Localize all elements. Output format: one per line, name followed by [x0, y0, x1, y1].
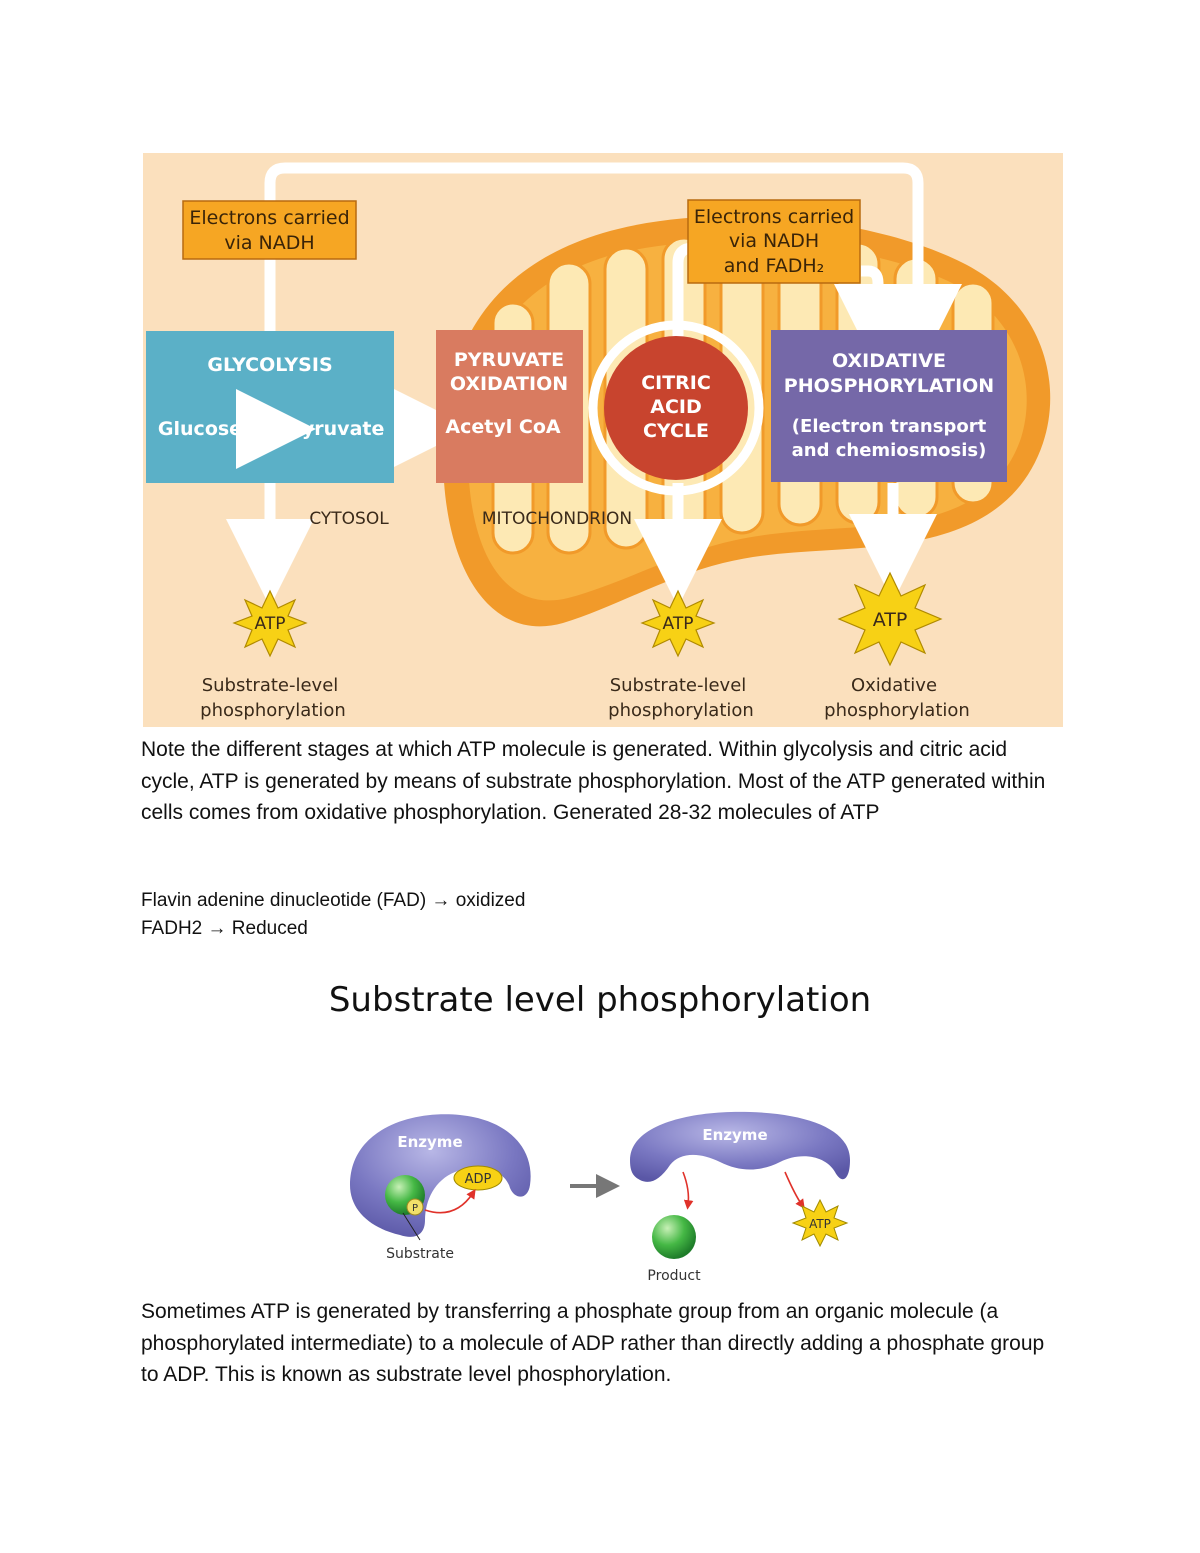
- glycolysis-box: GLYCOLYSIS Glucose Pyruvate: [146, 331, 394, 483]
- svg-text:Acetyl CoA: Acetyl CoA: [445, 416, 560, 438]
- atp-star-citric: ATP: [640, 589, 716, 658]
- svg-text:Oxidative: Oxidative: [851, 675, 937, 696]
- svg-text:Pyruvate: Pyruvate: [288, 418, 385, 440]
- substrate-level-figure: Enzyme P ADP Substrate Enzyme Product AT…: [330, 1100, 870, 1290]
- enzyme-left: Enzyme: [350, 1114, 531, 1237]
- svg-text:PYRUVATE: PYRUVATE: [454, 349, 564, 371]
- svg-text:CITRIC: CITRIC: [641, 372, 711, 394]
- cellular-respiration-figure: Electrons carried via NADH Electrons car…: [143, 153, 1063, 727]
- output-label-3: Oxidative phosphorylation: [824, 675, 970, 721]
- svg-text:Glucose: Glucose: [158, 418, 242, 440]
- citric-acid-cycle: CITRIC ACID CYCLE: [588, 320, 764, 496]
- svg-text:OXIDATION: OXIDATION: [450, 373, 568, 395]
- svg-text:and chemiosmosis): and chemiosmosis): [792, 440, 987, 461]
- electrons-box-nadh: Electrons carried via NADH: [182, 200, 357, 260]
- svg-text:via NADH: via NADH: [729, 230, 819, 252]
- output-label-1: Substrate-level phosphorylation: [200, 675, 346, 721]
- svg-text:ATP: ATP: [873, 609, 908, 631]
- svg-text:P: P: [412, 1203, 418, 1214]
- adp-label: ADP: [453, 1165, 503, 1191]
- svg-text:PHOSPHORYLATION: PHOSPHORYLATION: [784, 375, 994, 397]
- product-label: Product: [647, 1268, 701, 1284]
- svg-text:(Electron transport: (Electron transport: [792, 416, 987, 437]
- atp-star-glycolysis: ATP: [232, 589, 308, 658]
- svg-text:phosphorylation: phosphorylation: [200, 700, 346, 721]
- svg-text:via NADH: via NADH: [224, 232, 314, 254]
- svg-text:GLYCOLYSIS: GLYCOLYSIS: [207, 354, 332, 376]
- svg-text:ATP: ATP: [255, 614, 286, 634]
- atp-star-product: ATP: [791, 1198, 849, 1248]
- substrate-label: Substrate: [386, 1246, 454, 1262]
- svg-text:phosphorylation: phosphorylation: [608, 700, 754, 721]
- svg-text:ADP: ADP: [465, 1172, 492, 1187]
- svg-text:Enzyme: Enzyme: [397, 1133, 462, 1151]
- substrate-molecule: P: [385, 1175, 425, 1216]
- svg-text:Electrons carried: Electrons carried: [694, 206, 854, 228]
- svg-text:Enzyme: Enzyme: [702, 1126, 767, 1144]
- enzyme-right: Enzyme: [630, 1111, 850, 1182]
- paragraph-atp-stages: Note the different stages at which ATP m…: [141, 738, 1046, 824]
- svg-text:ATP: ATP: [809, 1217, 831, 1231]
- svg-text:ATP: ATP: [663, 614, 694, 634]
- electrons-box-nadh-fadh2: Electrons carried via NADH and FADH₂: [687, 199, 861, 284]
- svg-text:phosphorylation: phosphorylation: [824, 700, 970, 721]
- mitochondrion-label: MITOCHONDRION: [482, 509, 632, 529]
- fad-oxidized-line: Flavin adenine dinucleotide (FAD) → oxid…: [141, 890, 526, 911]
- svg-text:CYCLE: CYCLE: [643, 420, 709, 442]
- svg-text:ACID: ACID: [650, 396, 702, 418]
- fadh2-reduced-line: FADH2 → Reduced: [141, 918, 308, 939]
- output-label-2: Substrate-level phosphorylation: [608, 675, 754, 721]
- svg-text:OXIDATIVE: OXIDATIVE: [832, 350, 946, 372]
- product-molecule: [652, 1215, 696, 1259]
- svg-text:Substrate-level: Substrate-level: [202, 675, 339, 696]
- svg-text:and FADH₂: and FADH₂: [724, 255, 825, 277]
- paragraph-substrate-level: Sometimes ATP is generated by transferri…: [141, 1300, 1045, 1386]
- atp-star-oxidative: ATP: [837, 571, 943, 667]
- substrate-level-heading: Substrate level phosphorylation: [328, 980, 872, 1020]
- cytosol-label: CYTOSOL: [309, 509, 389, 529]
- oxidative-phosphorylation-box: OXIDATIVE PHOSPHORYLATION (Electron tran…: [771, 330, 1007, 482]
- pyruvate-oxidation-box: PYRUVATE OXIDATION Acetyl CoA: [436, 330, 583, 483]
- svg-text:Substrate-level: Substrate-level: [610, 675, 747, 696]
- svg-text:Electrons carried: Electrons carried: [189, 207, 349, 229]
